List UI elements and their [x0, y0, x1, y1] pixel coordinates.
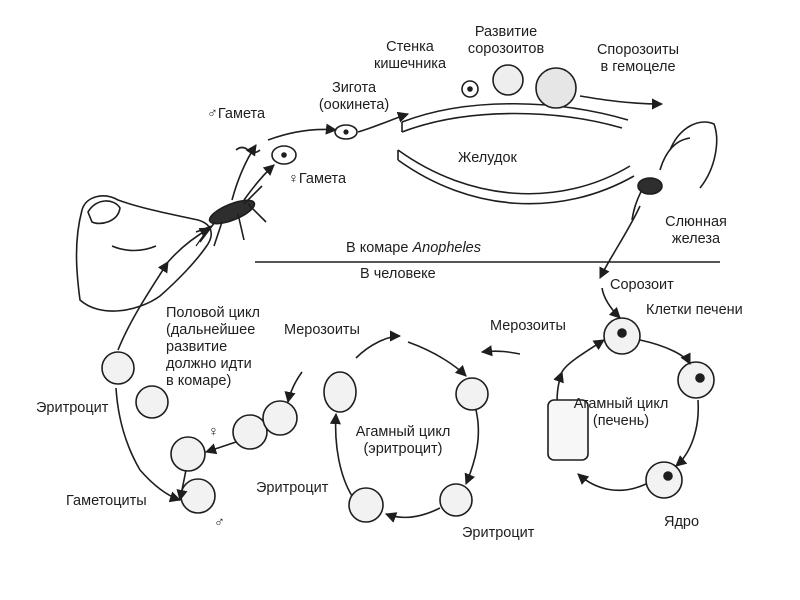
human-hand — [75, 195, 212, 312]
gametocyte-cells — [101, 227, 303, 514]
proboscis-to-human-arrow — [599, 205, 641, 280]
sporozoite-entering-liver — [601, 287, 621, 319]
sexual-cycle-label-line1: Половой цикл — [166, 305, 260, 321]
merozoites-right-label: Мерозоиты — [490, 318, 566, 334]
mosquito — [195, 185, 267, 247]
nucleus-label: Ядро — [664, 514, 700, 530]
female-gamete-label: ♀Гамета — [288, 171, 347, 187]
male-symbol: ♂ — [214, 515, 225, 531]
liver-cells-label: Клетки печени — [646, 302, 743, 318]
sporozoite-release-arrow — [579, 95, 664, 110]
erythrocyte-bottom-label: Эритроцит — [462, 525, 535, 541]
mosquito-stomach — [397, 102, 635, 205]
erythrocyte-mid-label: Эритроцит — [256, 480, 329, 496]
gut-wall-label-line2: кишечника — [373, 56, 447, 72]
finger-crease — [111, 245, 157, 252]
sporozoite-development-label-line1: Развитие — [474, 24, 538, 40]
liver-cycle — [547, 317, 715, 499]
zygote-label-line2: (оокинета) — [318, 97, 390, 113]
young-oocyst — [461, 80, 479, 98]
male-gamete-flagellum — [235, 146, 261, 154]
salivary-gland-label-line2: железа — [671, 231, 721, 247]
male-gamete-label: ♂Гамета — [207, 106, 266, 122]
zygote-cell — [334, 124, 358, 140]
merozoites-to-blood-arrow — [480, 345, 521, 357]
female-gamete-cell — [271, 145, 297, 165]
sexual-cycle-label-line2: (дальнейшее — [166, 322, 256, 338]
sporozoites-hemocoel-label-line1: Спорозоиты — [596, 42, 680, 58]
asexual-liver-label-line2: (печень) — [592, 413, 650, 429]
mature-oocyst — [535, 67, 577, 109]
mosquito-genus: Anopheles — [412, 240, 481, 256]
in-human-label: В человеке — [360, 266, 436, 282]
sexual-cycle-label-line5: в комаре) — [166, 373, 232, 389]
arrow-to-female-gamete — [243, 164, 275, 201]
developing-oocyst — [492, 64, 524, 96]
gut-wall-label-line1: Стенка — [386, 39, 434, 55]
arrow-gametes-to-zygote — [267, 123, 338, 141]
salivary-gland-label-line1: Слюнная — [665, 214, 727, 230]
arrow-to-male-gamete — [231, 144, 257, 201]
sexual-cycle-label-line4: должно идти — [166, 356, 252, 372]
erythrocyte-cycle — [323, 330, 489, 523]
stomach-label: Желудок — [458, 150, 517, 166]
zygote-label-line1: Зигота — [331, 80, 377, 96]
erythrocyte-left-label: Эритроцит — [36, 400, 109, 416]
gametocytes-label: Гаметоциты — [66, 493, 147, 509]
asexual-liver-label-line1: Агамный цикл — [573, 396, 669, 412]
sexual-cycle-label-line3: развитие — [166, 339, 228, 355]
asexual-rbc-label-line1: Агамный цикл — [355, 424, 451, 440]
asexual-rbc-label-line2: (эритроцит) — [363, 441, 443, 457]
merozoites-left-label: Мерозоиты — [284, 322, 360, 338]
in-mosquito-label: В комаре Anopheles — [346, 240, 481, 256]
salivary-gland — [631, 121, 718, 221]
sporozoite-development-label-line2: сорозоитов — [467, 41, 545, 57]
fingernail — [87, 200, 121, 225]
zygote-entering-wall-arrow — [357, 111, 410, 133]
female-symbol: ♀ — [208, 424, 219, 440]
sporozoites-hemocoel-label-line2: в гемоцеле — [600, 59, 676, 75]
sporozoite-label: Сорозоит — [610, 277, 674, 293]
